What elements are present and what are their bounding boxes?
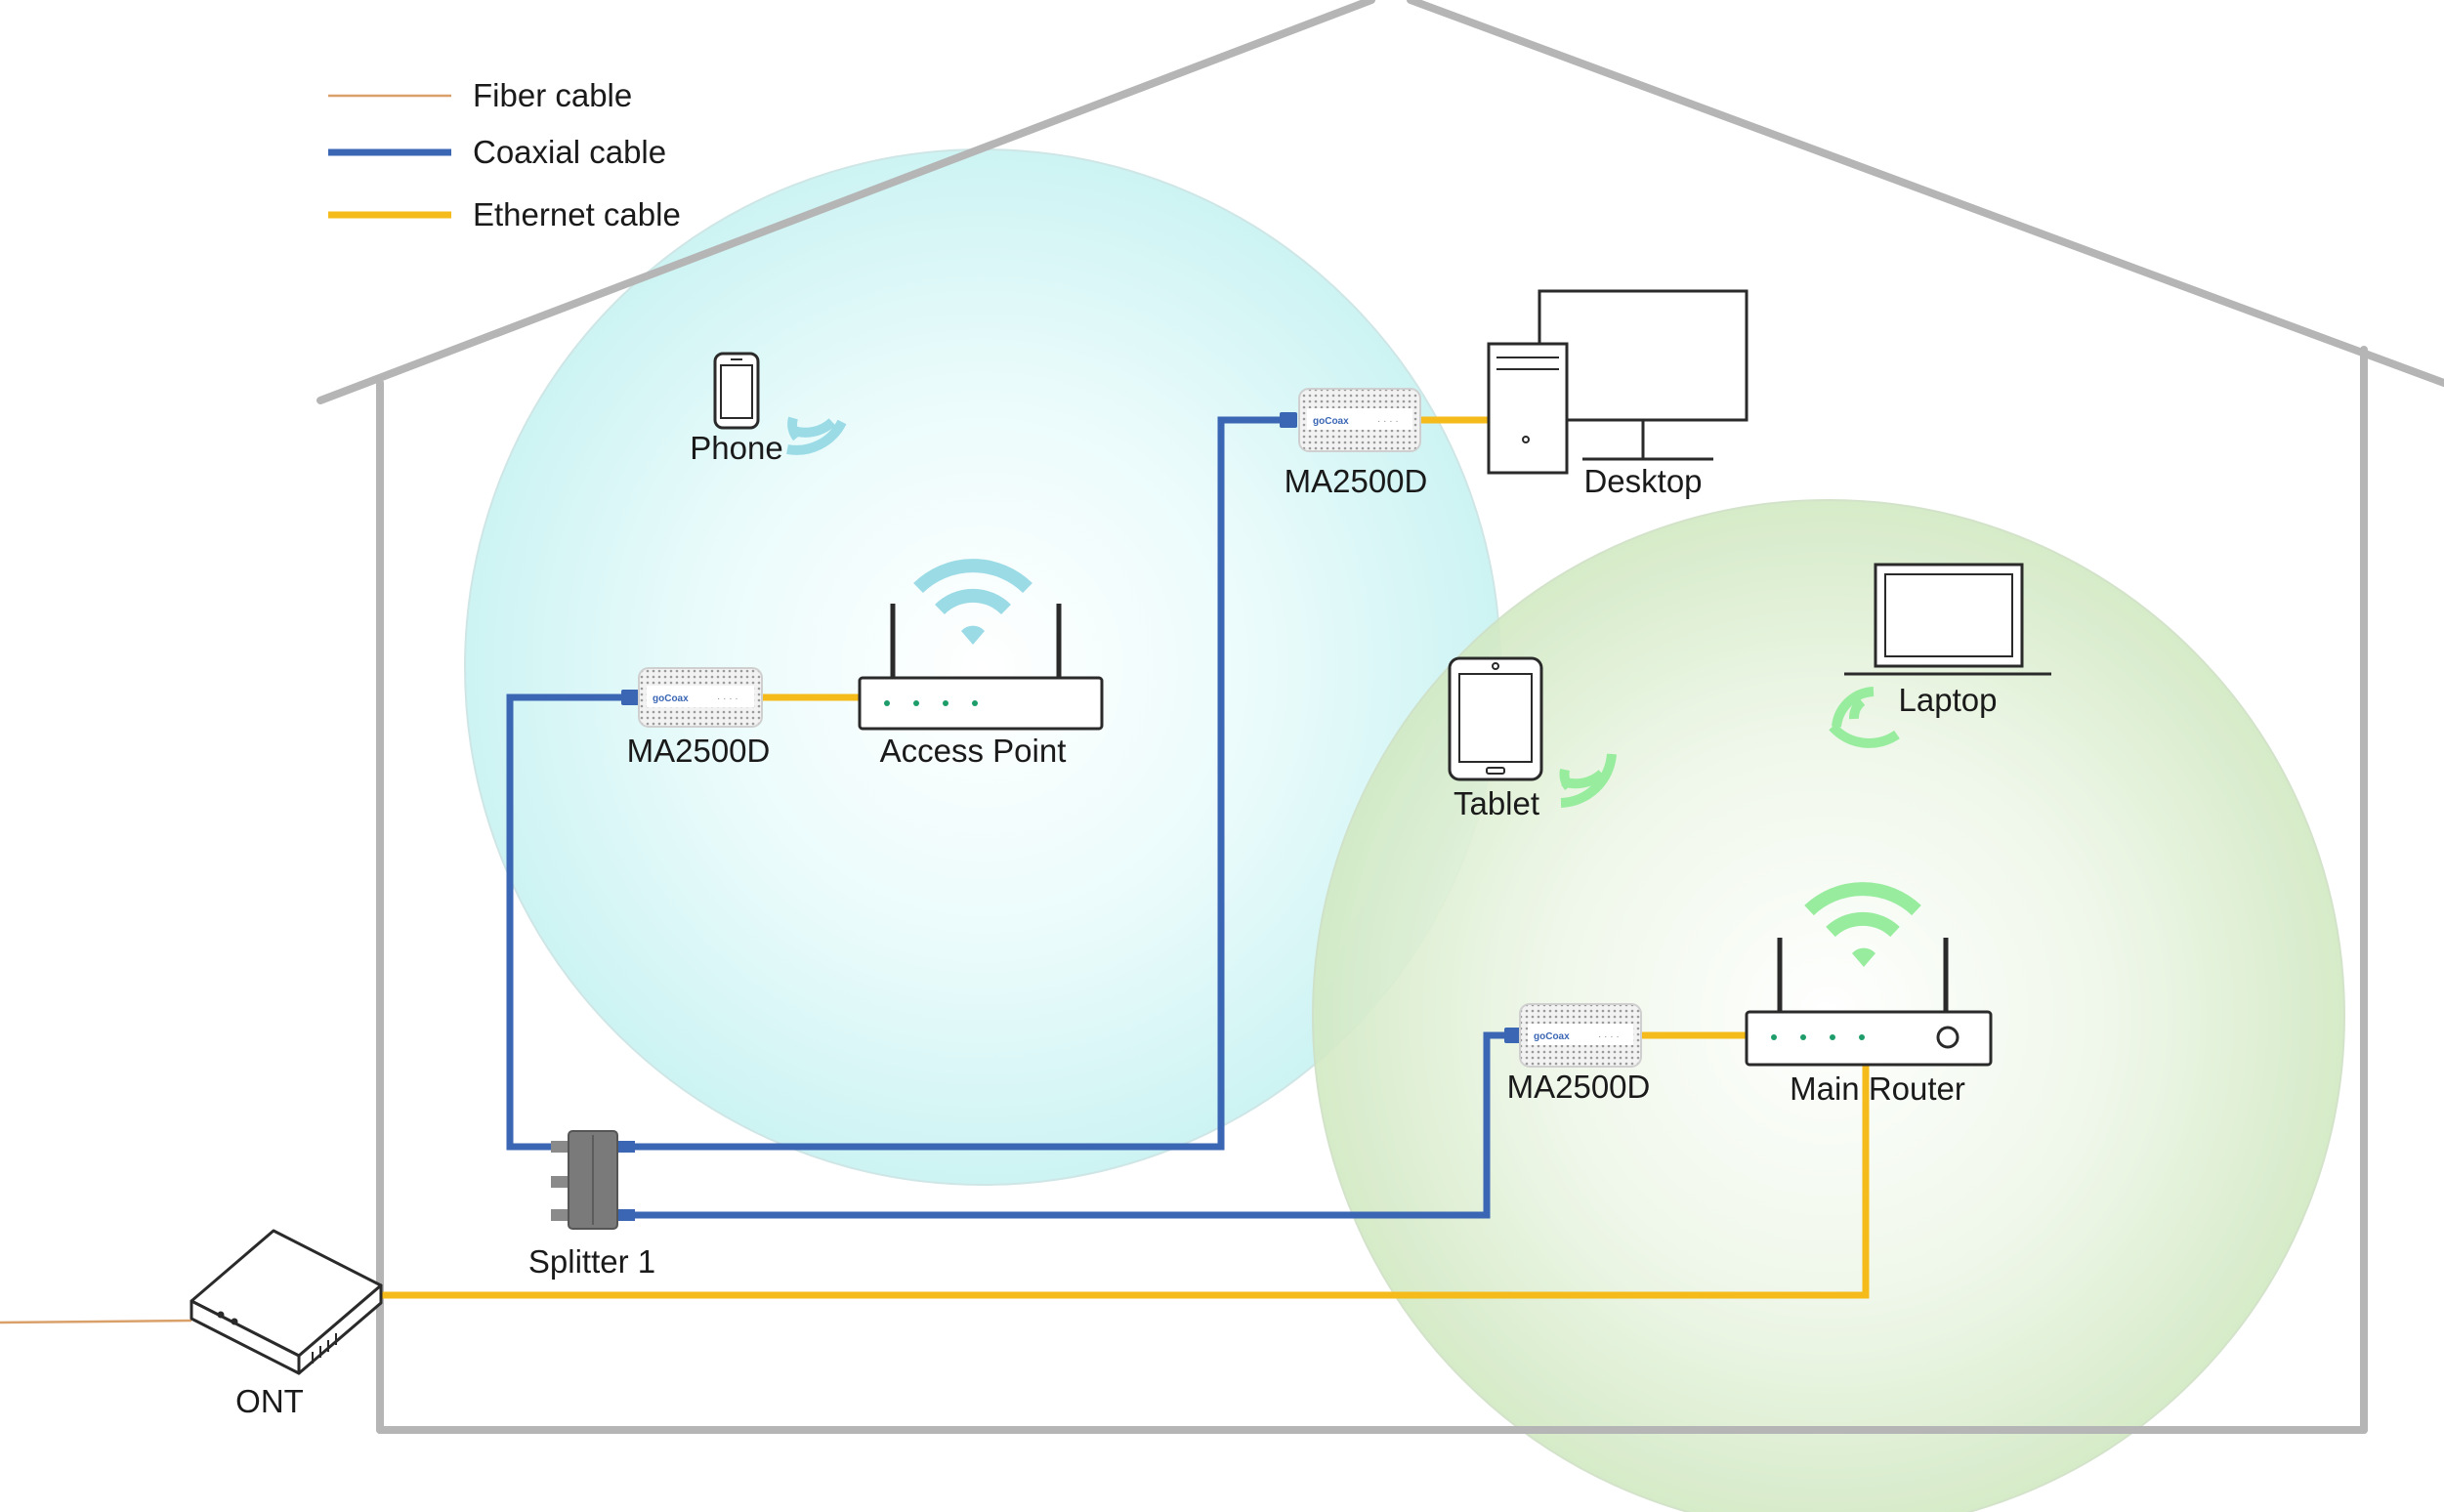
coax-splitter-to-ap-adapter <box>506 693 629 1151</box>
splitter-device <box>551 1130 635 1230</box>
fiber-cable <box>0 1319 192 1324</box>
access-point-label: Access Point <box>880 733 1067 769</box>
adapter-ap-device: goCoax · · · · <box>638 667 763 728</box>
legend-coaxial-label: Coaxial cable <box>473 134 666 170</box>
coax-connectors <box>621 412 1522 1043</box>
legend: Fiber cable Coaxial cable Ethernet cable <box>328 77 681 232</box>
laptop-label: Laptop <box>1899 682 1998 718</box>
adapter-ap-label: MA2500D <box>627 733 771 769</box>
ethernet-cables <box>381 416 1870 1299</box>
splitter-label: Splitter 1 <box>528 1243 655 1280</box>
adapter-desktop-label: MA2500D <box>1285 463 1428 499</box>
legend-fiber-label: Fiber cable <box>473 77 632 113</box>
access-point-device <box>858 604 1104 731</box>
svg-text:· · · ·: · · · · <box>717 693 738 704</box>
ethernet-ont-to-router <box>381 1065 1870 1299</box>
ont-device <box>190 1229 383 1375</box>
tablet-label: Tablet <box>1454 785 1539 821</box>
coax-splitter-to-router-adapter <box>625 1031 1514 1219</box>
phone-label: Phone <box>690 430 782 466</box>
wifi-icon <box>913 559 1032 645</box>
desktop-icon <box>1487 289 1749 475</box>
house-outline <box>316 0 2444 1434</box>
svg-text:goCoax: goCoax <box>1313 416 1349 427</box>
svg-text:goCoax: goCoax <box>1534 1031 1570 1042</box>
ont-label: ONT <box>235 1383 304 1419</box>
wifi-signal-icon <box>1829 687 1900 748</box>
adapter-router-device: goCoax · · · · <box>1519 1003 1642 1068</box>
router-coverage-zone <box>1312 499 2345 1512</box>
legend-ethernet-label: Ethernet cable <box>473 196 681 232</box>
coax-splitter-to-desktop-adapter <box>625 416 1289 1151</box>
phone-icon <box>713 352 760 430</box>
tablet-icon <box>1448 656 1543 781</box>
main-router-device <box>1745 938 1993 1067</box>
laptop-icon <box>1844 563 2051 676</box>
svg-text:· · · ·: · · · · <box>1598 1031 1620 1042</box>
desktop-label: Desktop <box>1583 463 1702 499</box>
main-router-label: Main Router <box>1790 1071 1965 1107</box>
wifi-signal-icon <box>786 416 847 455</box>
adapter-desktop-device: goCoax · · · · <box>1298 388 1421 452</box>
adapter-router-label: MA2500D <box>1507 1069 1651 1105</box>
coaxial-cables <box>506 416 1514 1219</box>
svg-text:· · · ·: · · · · <box>1377 416 1399 427</box>
wifi-icon <box>1804 882 1921 967</box>
svg-text:goCoax: goCoax <box>653 693 689 704</box>
wifi-signal-icon <box>1559 753 1617 808</box>
